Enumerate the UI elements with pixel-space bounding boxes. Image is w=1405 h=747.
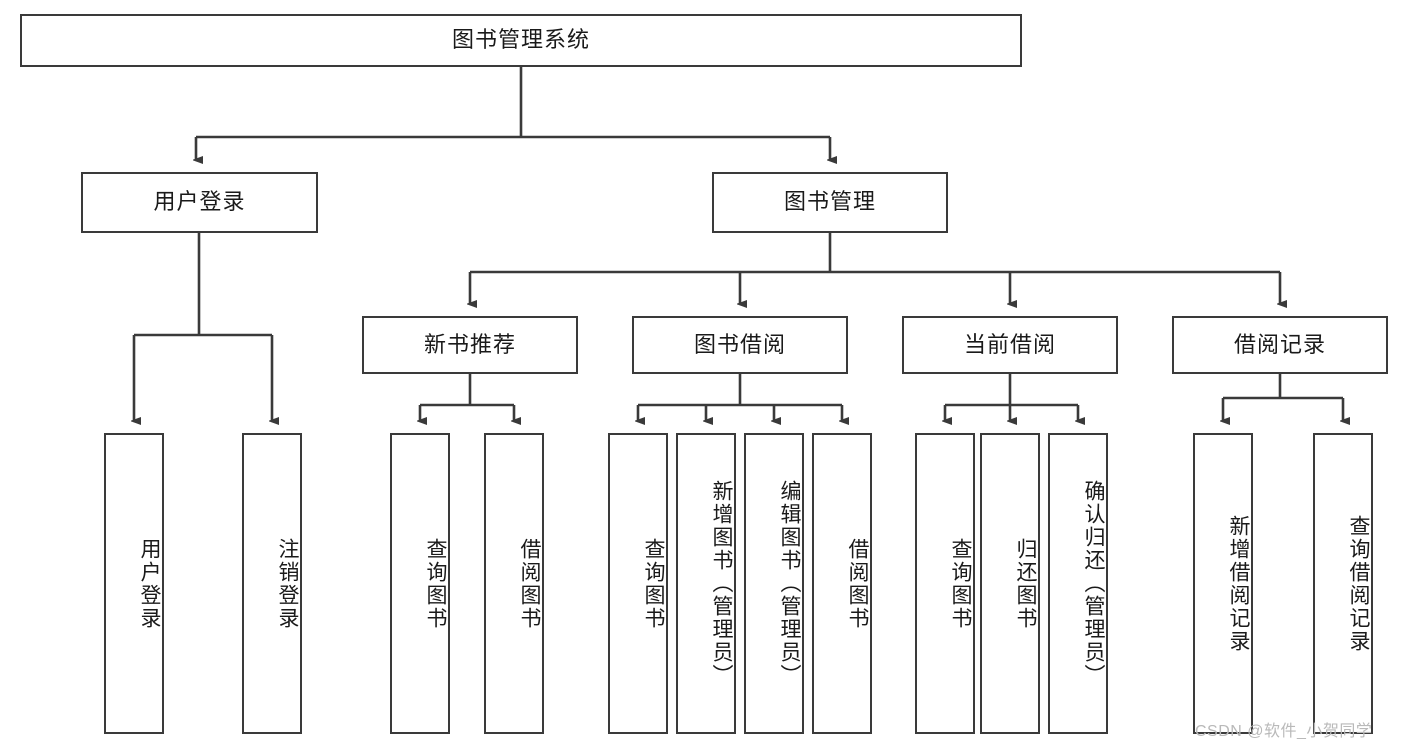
node-book-borrow-label: 图书借阅 <box>693 331 786 357</box>
leaf-query-book-cb-label: 查询图书 <box>949 537 972 630</box>
leaf-edit-book-admin-label: 编辑图书（管理员） <box>778 480 801 687</box>
leaf-query-book-bb[interactable]: 查询图书 <box>608 433 668 734</box>
leaf-logout[interactable]: 注销登录 <box>242 433 302 734</box>
leaf-borrow-book-nb-label: 借阅图书 <box>518 537 541 630</box>
leaf-edit-book-admin[interactable]: 编辑图书（管理员） <box>744 433 804 734</box>
node-user-login-label: 用户登录 <box>153 189 246 215</box>
leaf-query-book-bb-label: 查询图书 <box>642 537 665 630</box>
leaf-return-book[interactable]: 归还图书 <box>980 433 1040 734</box>
leaf-add-book-admin[interactable]: 新增图书（管理员） <box>676 433 736 734</box>
node-new-book-recommend-label: 新书推荐 <box>423 331 516 357</box>
node-borrow-record[interactable]: 借阅记录 <box>1172 316 1388 374</box>
leaf-user-login[interactable]: 用户登录 <box>104 433 164 734</box>
leaf-add-borrow-record-label: 新增借阅记录 <box>1227 514 1250 653</box>
leaf-query-borrow-record-label: 查询借阅记录 <box>1347 514 1370 653</box>
leaf-query-borrow-record[interactable]: 查询借阅记录 <box>1313 433 1373 734</box>
node-book-management-label: 图书管理 <box>783 189 876 215</box>
node-root[interactable]: 图书管理系统 <box>20 14 1022 67</box>
leaf-add-book-admin-label: 新增图书（管理员） <box>710 480 733 687</box>
leaf-borrow-book-bb-label: 借阅图书 <box>846 537 869 630</box>
node-book-borrow[interactable]: 图书借阅 <box>632 316 848 374</box>
leaf-user-login-label: 用户登录 <box>138 537 161 630</box>
node-root-label: 图书管理系统 <box>451 27 590 53</box>
leaf-borrow-book-nb[interactable]: 借阅图书 <box>484 433 544 734</box>
csdn-watermark: CSDN @软件_小贺同学 <box>1195 723 1373 740</box>
leaf-borrow-book-bb[interactable]: 借阅图书 <box>812 433 872 734</box>
leaf-query-book-nb[interactable]: 查询图书 <box>390 433 450 734</box>
leaf-confirm-return-admin[interactable]: 确认归还（管理员） <box>1048 433 1108 734</box>
node-book-management[interactable]: 图书管理 <box>712 172 948 233</box>
leaf-add-borrow-record[interactable]: 新增借阅记录 <box>1193 433 1253 734</box>
node-current-borrow[interactable]: 当前借阅 <box>902 316 1118 374</box>
node-borrow-record-label: 借阅记录 <box>1233 331 1326 357</box>
leaf-return-book-label: 归还图书 <box>1014 537 1037 630</box>
leaf-query-book-cb[interactable]: 查询图书 <box>915 433 975 734</box>
leaf-confirm-return-admin-label: 确认归还（管理员） <box>1082 480 1105 687</box>
node-new-book-recommend[interactable]: 新书推荐 <box>362 316 578 374</box>
node-current-borrow-label: 当前借阅 <box>963 331 1056 357</box>
leaf-logout-label: 注销登录 <box>276 537 299 630</box>
leaf-query-book-nb-label: 查询图书 <box>424 537 447 630</box>
node-user-login[interactable]: 用户登录 <box>81 172 318 233</box>
